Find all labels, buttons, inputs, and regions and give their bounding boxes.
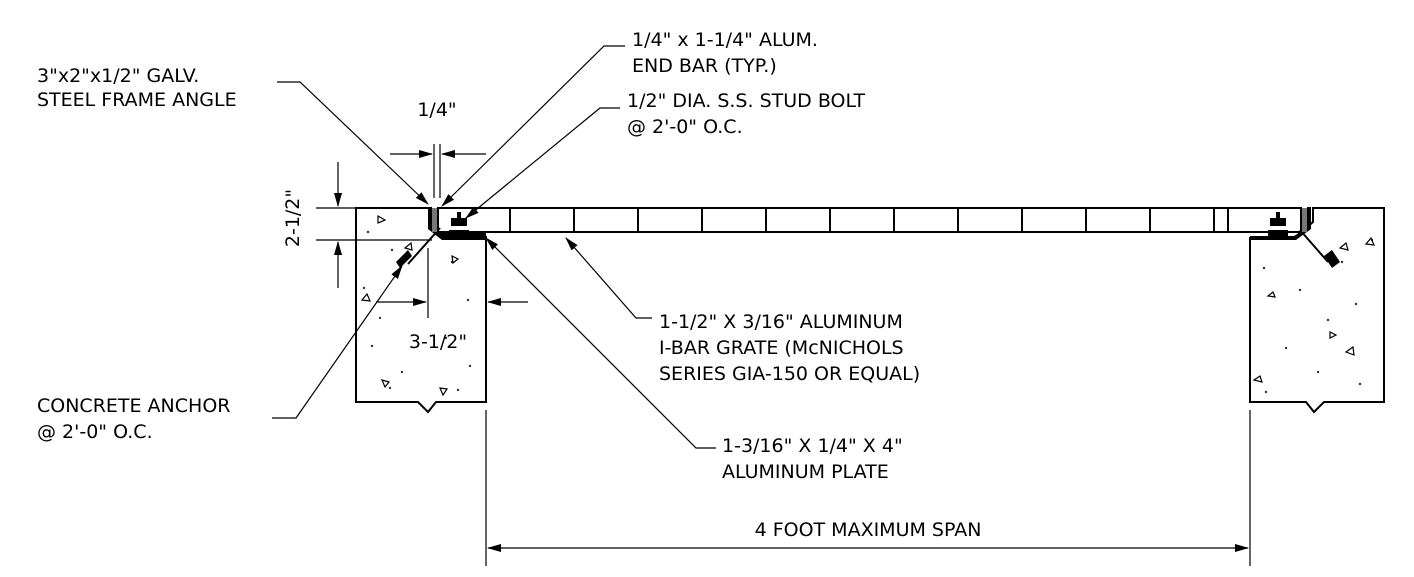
end-bar-line-2: END BAR (TYP.) (632, 55, 777, 77)
right-stud-bolt (1268, 212, 1288, 238)
dimension-gap: 1/4" (390, 99, 486, 198)
callout-frame-angle: 3"x2"x1/2" GALV. STEEL FRAME ANGLE (37, 65, 237, 111)
right-end-bar (1301, 208, 1307, 232)
callout-anchor: CONCRETE ANCHOR @ 2'-0" O.C. (37, 395, 230, 443)
leader-lines (272, 45, 716, 449)
gap-dimension-text: 1/4" (417, 99, 456, 121)
callout-plate: 1-3/16" X 1/4" X 4" ALUMINUM PLATE (722, 435, 903, 483)
callout-stud-bolt: 1/2" DIA. S.S. STUD BOLT @ 2'-0" O.C. (627, 90, 865, 138)
concrete-stipple-right (1252, 236, 1375, 394)
frame-angle-line-2: STEEL FRAME ANGLE (37, 89, 237, 111)
grate-line-1: 1-1/2" X 3/16" ALUMINUM (659, 311, 903, 333)
end-bar-line-1: 1/4" x 1-1/4" ALUM. (632, 29, 818, 51)
depth-dimension-text: 2-1/2" (282, 189, 304, 247)
stud-bolt-line-2: @ 2'-0" O.C. (627, 116, 743, 138)
callout-end-bar: 1/4" x 1-1/4" ALUM. END BAR (TYP.) (632, 29, 818, 77)
right-frame-angle (1250, 207, 1340, 268)
i-bar-grate (437, 207, 1302, 233)
dimension-depth: 2-1/2" (282, 162, 432, 288)
plate-line-1: 1-3/16" X 1/4" X 4" (722, 435, 903, 457)
grate-line-3: SERIES GIA-150 OR EQUAL) (659, 363, 920, 385)
seat-dimension-text: 3-1/2" (409, 331, 467, 353)
left-end-bar (432, 208, 438, 232)
left-aluminum-plate (440, 232, 486, 236)
stud-bolt-line-1: 1/2" DIA. S.S. STUD BOLT (627, 90, 865, 112)
callout-grate: 1-1/2" X 3/16" ALUMINUM I-BAR GRATE (McN… (659, 311, 920, 385)
concrete-stipple-left (360, 214, 472, 397)
grate-line-2: I-BAR GRATE (McNICHOLS (659, 337, 904, 359)
dimension-seat: 3-1/2" (376, 248, 528, 353)
frame-angle-line-1: 3"x2"x1/2" GALV. (37, 65, 199, 87)
span-dimension-text: 4 FOOT MAXIMUM SPAN (755, 519, 982, 541)
anchor-line-1: CONCRETE ANCHOR (37, 395, 230, 417)
dimension-span: 4 FOOT MAXIMUM SPAN (485, 410, 1251, 566)
left-frame-angle (396, 207, 487, 268)
plate-line-2: ALUMINUM PLATE (722, 461, 889, 483)
anchor-line-2: @ 2'-0" O.C. (37, 421, 153, 443)
